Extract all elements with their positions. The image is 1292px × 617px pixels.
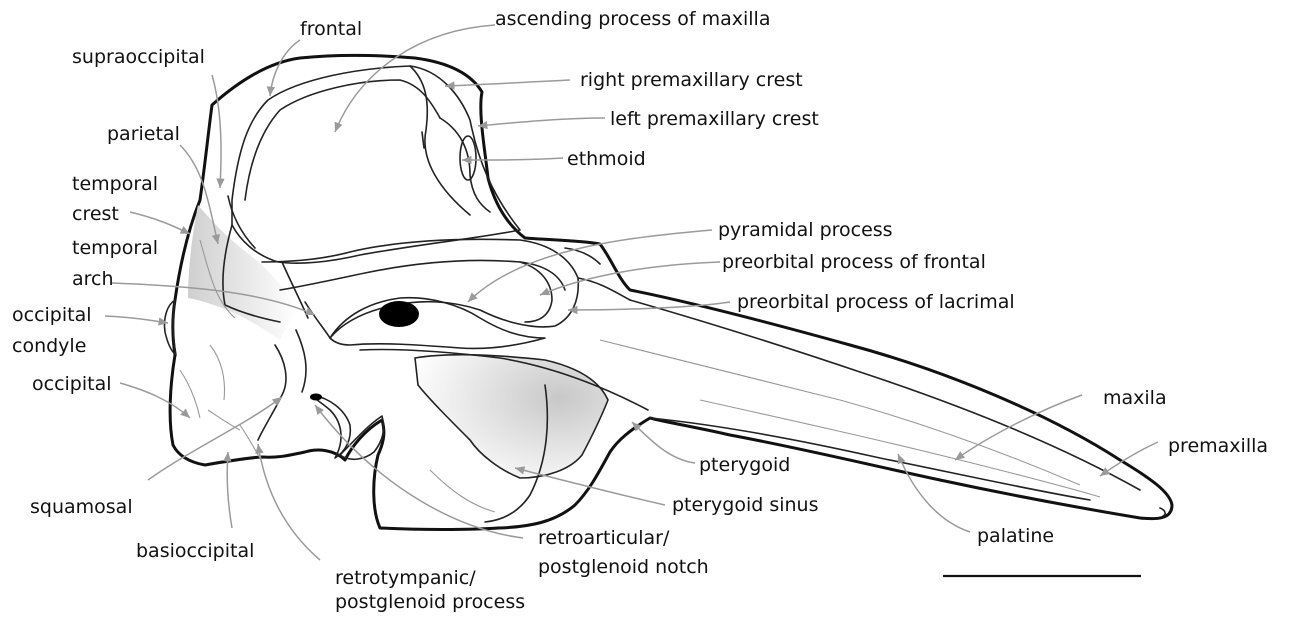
label-pyramidal-process: pyramidal process (718, 219, 893, 241)
label-pterygoid-sinus: pterygoid sinus (672, 494, 818, 516)
label-palatine: palatine (977, 525, 1054, 547)
label-basioccipital: basioccipital (136, 540, 254, 562)
label-temporal-crest-line2: crest (72, 203, 119, 225)
label-retroarticular-line1: retroarticular/ (538, 527, 670, 549)
label-occipital: occipital (32, 373, 112, 395)
label-left-premaxillary-crest: left premaxillary crest (610, 108, 819, 130)
label-temporal-arch-line2: arch (72, 268, 114, 290)
label-supraoccipital: supraoccipital (72, 46, 205, 68)
label-occipital-condyle-line1: occipital (12, 304, 92, 326)
label-preorbital-process-of-frontal: preorbital process of frontal (722, 251, 986, 273)
label-retrotympanic-line2: postglenoid process (335, 591, 525, 613)
label-temporal-crest-line1: temporal (72, 173, 158, 195)
labels: frontal ascending process of maxilla sup… (12, 8, 1268, 613)
label-retroarticular-line2: postglenoid notch (538, 556, 709, 578)
label-ascending-process-of-maxilla: ascending process of maxilla (495, 8, 770, 30)
label-parietal: parietal (107, 123, 180, 145)
label-premaxilla: premaxilla (1168, 435, 1268, 457)
label-pterygoid: pterygoid (699, 454, 790, 476)
label-occipital-condyle-line2: condyle (12, 335, 86, 357)
label-preorbital-process-of-lacrimal: preorbital process of lacrimal (737, 291, 1015, 313)
label-squamosal: squamosal (30, 496, 133, 518)
label-maxila: maxila (1103, 387, 1167, 409)
label-frontal: frontal (300, 18, 362, 40)
label-right-premaxillary-crest: right premaxillary crest (580, 69, 803, 91)
label-ethmoid: ethmoid (567, 148, 646, 170)
label-temporal-arch-line1: temporal (72, 237, 158, 259)
label-retrotympanic-line1: retrotympanic/ (335, 567, 476, 589)
